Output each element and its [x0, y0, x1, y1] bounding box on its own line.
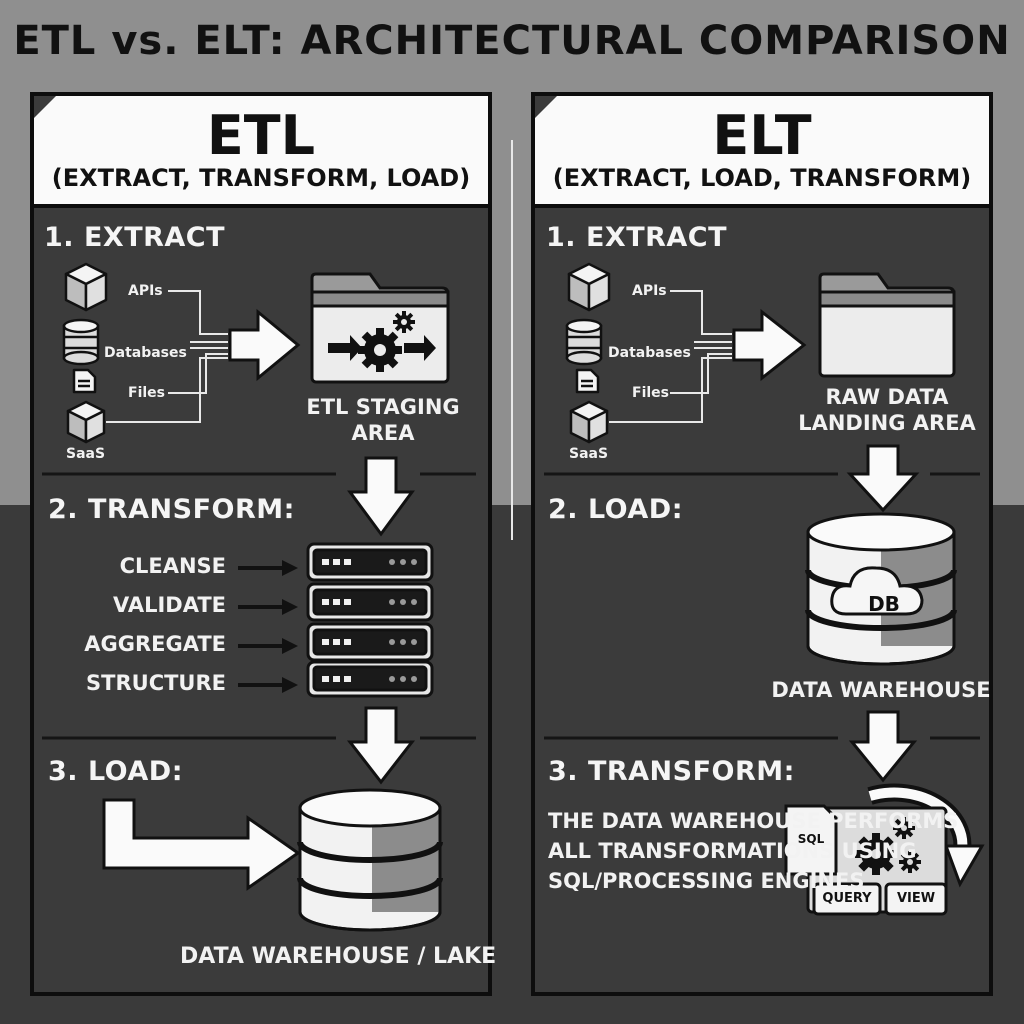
- source-label-databases: Databases: [608, 345, 691, 361]
- view-label: VIEW: [896, 891, 936, 906]
- elt-step-transform: 3. TRANSFORM:: [548, 756, 795, 787]
- elt-warehouse-label: DATA WAREHOUSE: [771, 678, 991, 702]
- etl-destination-label: DATA WAREHOUSE / LAKE: [180, 944, 497, 969]
- etl-step-transform: 2. TRANSFORM:: [48, 494, 295, 525]
- elt-landing-label: RAW DATA LANDING AREA: [798, 385, 976, 435]
- sql-label: SQL: [797, 832, 825, 846]
- etl-step-load: 3. LOAD:: [48, 756, 184, 787]
- source-label-saas: SaaS: [66, 446, 106, 462]
- elt-subtitle: (EXTRACT, LOAD, TRANSFORM): [552, 164, 972, 192]
- elt-step-load: 2. LOAD:: [548, 494, 684, 525]
- source-label-files: Files: [632, 385, 669, 401]
- main-title: ETL vs. ELT: ARCHITECTURAL COMPARISON: [13, 18, 1011, 64]
- etl-title: ETL: [206, 104, 316, 167]
- etl-step-extract: 1. EXTRACT: [44, 222, 226, 253]
- etl-staging-label: ETL STAGING AREA: [306, 395, 460, 445]
- elt-header: ELT (EXTRACT, LOAD, TRANSFORM): [535, 96, 989, 208]
- elt-description: THE DATA WAREHOUSE PERFORMS ALL TRANSFOR…: [548, 809, 959, 893]
- source-label-saas: SaaS: [569, 446, 609, 462]
- query-label: QUERY: [822, 891, 872, 906]
- source-label-apis: APIs: [632, 283, 667, 299]
- transform-label-aggregate: AGGREGATE: [84, 632, 226, 656]
- source-label-apis: APIs: [128, 283, 163, 299]
- etl-subtitle: (EXTRACT, TRANSFORM, LOAD): [51, 164, 471, 192]
- db-label: DB: [868, 592, 900, 616]
- elt-title: ELT: [712, 104, 812, 167]
- etl-header: ETL (EXTRACT, TRANSFORM, LOAD): [34, 96, 488, 208]
- transform-label-structure: STRUCTURE: [86, 671, 226, 695]
- source-label-files: Files: [128, 385, 165, 401]
- source-label-databases: Databases: [104, 345, 187, 361]
- transform-label-cleanse: CLEANSE: [119, 554, 226, 578]
- transform-label-validate: VALIDATE: [113, 593, 226, 617]
- elt-step-extract: 1. EXTRACT: [546, 222, 728, 253]
